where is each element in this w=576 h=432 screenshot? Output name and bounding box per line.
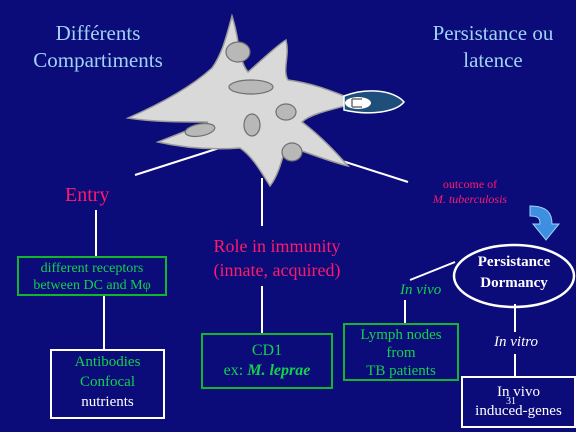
genes-line2: induced-genes — [475, 403, 562, 419]
in-vitro-label: In vitro — [494, 334, 539, 350]
role-in-immunity-label: Role in immunity (innate, acquired) — [192, 234, 362, 282]
receptors-line1: different receptors — [40, 261, 144, 276]
entry-label: Entry — [65, 184, 110, 206]
persistance-ellipse — [452, 243, 576, 309]
organelle-middle — [243, 113, 261, 137]
receptors-box: different receptors between DC and Mφ — [17, 256, 167, 296]
dormancy-text: Dormancy — [480, 275, 548, 291]
page-number: 31 — [506, 396, 516, 407]
cd1-line1: CD1 — [251, 342, 283, 359]
persistance-dormancy-label: Persistance Dormancy — [452, 252, 576, 294]
antibodies-line1: Antibodies — [74, 354, 141, 370]
outcome-line2: M. tuberculosis — [432, 192, 508, 206]
cd1-species: M. leprae — [247, 362, 311, 379]
dendritic-cell-body — [125, 13, 363, 188]
cd1-line2: ex: M. leprae — [203, 361, 331, 381]
in-vivo-label: In vivo — [400, 282, 442, 298]
bacterium-receptor — [351, 98, 362, 108]
title-left-line2: Compartiments — [33, 48, 163, 72]
antibodies-box: Antibodies Confocal nutrients — [50, 349, 165, 419]
organelle-bottom — [281, 142, 303, 162]
title-left-line1: Différents — [55, 21, 141, 45]
blue-arrow-icon — [529, 205, 561, 241]
cd1-prefix: ex: — [223, 362, 248, 379]
persistance-text: Persistance — [477, 254, 551, 270]
role-line2: (innate, acquired) — [213, 260, 341, 280]
cd1-box: CD1 ex: M. leprae — [201, 333, 333, 389]
lymph-nodes-box: Lymph nodes from TB patients — [343, 323, 459, 381]
title-right: Persistance ou latence — [410, 20, 576, 74]
title-right-line1: Persistance ou — [432, 21, 554, 45]
organelle-nucleus — [228, 79, 274, 95]
outcome-label: outcome of M. tuberculosis — [410, 177, 530, 207]
organelle-right — [275, 103, 297, 121]
organelle-top — [225, 41, 251, 63]
outcome-line1: outcome of — [442, 177, 498, 191]
lymph-line2: from — [386, 345, 416, 361]
lymph-line1: Lymph nodes — [360, 327, 442, 343]
lymph-line3: TB patients — [366, 363, 436, 379]
role-line1: Role in immunity — [213, 236, 341, 256]
receptors-line2: between DC and Mφ — [33, 278, 151, 293]
title-right-line2: latence — [463, 48, 523, 72]
in-vivo-genes-box: In vivo induced-genes — [461, 376, 576, 428]
line-persist-to-invivo — [409, 261, 456, 281]
organelle-left — [184, 122, 216, 138]
genes-line1: In vivo — [497, 384, 540, 400]
antibodies-line2: Confocal — [80, 374, 135, 390]
antibodies-line3: nutrients — [81, 394, 134, 410]
title-left: Différents Compartiments — [18, 20, 178, 74]
